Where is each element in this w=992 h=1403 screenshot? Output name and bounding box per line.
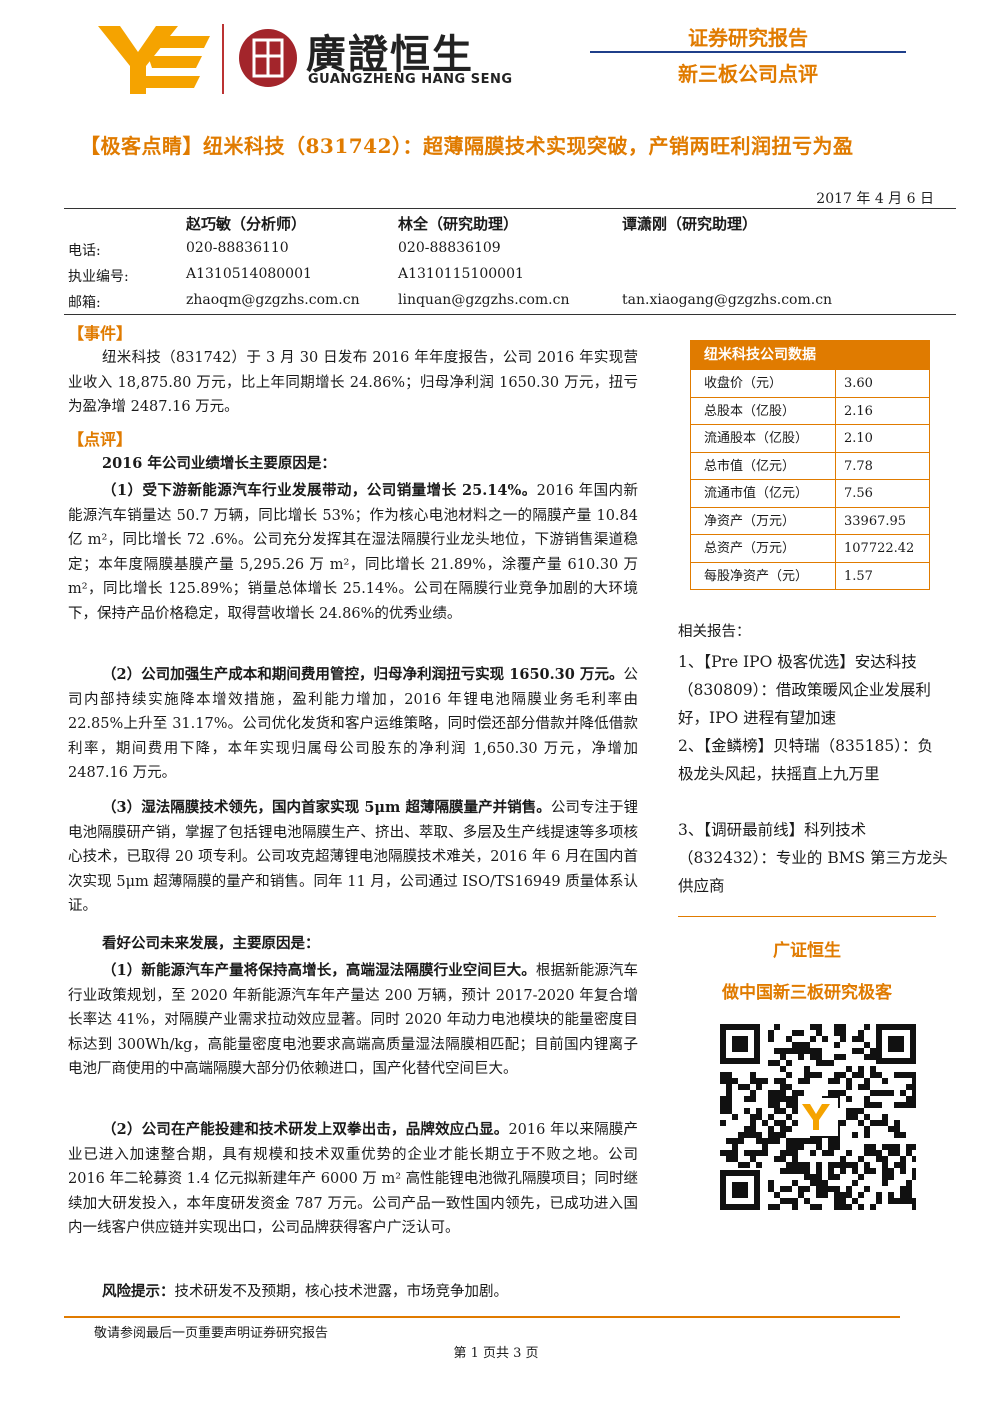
table-cell-value: 2.16 <box>844 403 873 419</box>
table-cell-label: 收盘价（元） <box>690 370 836 397</box>
reason-1-text: 2016 年国内新能源汽车销量达 50.7 万辆，同比增长 53%；作为核心电池… <box>68 483 638 622</box>
related-report-link[interactable]: 1、【Pre IPO 极客优选】安达科技（830809）：借政策暖风企业发展利好… <box>678 653 931 727</box>
analyst-name: 林全（研究助理） <box>398 215 519 233</box>
table-cell-value: 107722.42 <box>844 541 915 556</box>
event-heading: 【事件】 <box>68 324 133 343</box>
future-1-paragraph: （1）新能源汽车产量将保持高增长，高端湿法隔膜行业空间巨大。根据新能源汽车行业政… <box>68 959 638 1082</box>
future-heading: 看好公司未来发展，主要原因是： <box>102 935 320 952</box>
related-report-link[interactable]: 2、【金鳞榜】贝特瑞（835185）：负极龙头风起，扶摇直上九万里 <box>678 737 934 783</box>
table-cell-label: 净资产（万元） <box>690 507 836 534</box>
report-date: 2017 年 4 月 6 日 <box>816 191 934 207</box>
future-2-lead: （2）公司在产能投建和技术研发上双拳出击，品牌效应凸显。 <box>102 1121 509 1138</box>
table-cell-label: 总资产（万元） <box>690 535 836 562</box>
footer-rule <box>64 1316 900 1318</box>
email-label: 邮箱: <box>68 295 101 311</box>
brand-name-cn: 廣證恒生 <box>306 32 474 78</box>
page-number: 第 1 页共 3 页 <box>453 1346 539 1361</box>
table-row: 流通股本（亿股） 2.10 <box>690 425 930 453</box>
analyst-phone: 020-88836109 <box>398 240 501 256</box>
reasons-heading: 2016 年公司业绩增长主要原因是： <box>102 455 336 472</box>
brand-name-en: GUANGZHENG HANG SENG <box>308 72 513 87</box>
company-data-frame <box>690 370 930 590</box>
seal-logo-icon <box>239 29 297 87</box>
table-row: 总资产（万元） 107722.42 <box>690 535 930 563</box>
event-paragraph: 纽米科技（831742）于 3 月 30 日发布 2016 年年度报告，公司 2… <box>68 350 638 415</box>
analyst-name: 赵巧敏（分析师） <box>186 215 307 233</box>
table-row: 总市值（亿元） 7.78 <box>690 452 930 480</box>
reason-1-paragraph: （1）受下游新能源汽车行业发展带动，公司销量增长 25.14%。2016 年国内… <box>68 479 638 626</box>
future-1-lead: （1）新能源汽车产量将保持高增长，高端湿法隔膜行业空间巨大。 <box>102 962 536 979</box>
reason-1-lead: （1）受下游新能源汽车行业发展带动，公司销量增长 25.14%。 <box>102 482 537 499</box>
reason-2-lead: （2）公司加强生产成本和期间费用管控，归母净利润扭亏实现 1650.30 万元。 <box>102 666 624 683</box>
table-cell-value: 1.57 <box>844 568 873 584</box>
future-2-text: 2016 年以来隔膜产业已进入加速整合期，具有规模和技术双重优势的企业才能长期立… <box>68 1122 639 1236</box>
table-cell-label: 流通股本（亿股） <box>690 425 836 452</box>
risk-paragraph: 风险提示：技术研发不及预期，核心技术泄露，市场竞争加剧。 <box>68 1280 638 1305</box>
table-cell-value: 2.10 <box>844 431 873 446</box>
header-rule <box>590 51 906 53</box>
analyst-name: 谭潇刚（研究助理） <box>622 215 758 233</box>
company-data-title: 纽米科技公司数据 <box>690 340 930 370</box>
table-row: 收盘价（元） 3.60 <box>690 370 930 398</box>
table-row: 每股净资产（元） 1.57 <box>690 562 930 590</box>
related-reports-title: 相关报告： <box>678 624 751 640</box>
qr-code-icon[interactable] <box>720 1024 916 1210</box>
table-cell-label: 流通市值（亿元） <box>690 480 836 507</box>
report-title: 【极客点睛】纽米科技（831742）：超薄隔膜技术实现突破，产销两旺利润扭亏为盈 <box>80 134 854 158</box>
table-cell-value: 7.56 <box>844 486 873 501</box>
promo-slogan: 做中国新三板研究极客 <box>722 983 892 1003</box>
future-1-text: 根据新能源汽车行业政策规划，至 2020 年新能源汽车年产量达 200 万辆，预… <box>68 963 638 1077</box>
ye-logo-icon <box>98 26 210 94</box>
reason-3-paragraph: （3）湿法隔膜技术领先，国内首家实现 5μm 超薄隔膜量产并销售。公司专注于锂电… <box>68 796 638 919</box>
analyst-rule-top <box>64 208 956 209</box>
related-report-link[interactable]: 3、【调研最前线】科列技术（832432）：专业的 BMS 第三方龙头供应商 <box>678 821 948 895</box>
table-cell-value: 7.78 <box>844 458 873 474</box>
analyst-email[interactable]: zhaoqm@gzgzhs.com.cn <box>186 292 360 308</box>
phone-label: 电话: <box>68 243 101 259</box>
analyst-license: A1310514080001 <box>186 266 312 282</box>
logo-divider <box>222 24 224 94</box>
table-cell-value: 3.60 <box>844 376 873 391</box>
risk-label: 风险提示： <box>102 1283 175 1300</box>
analyst-email[interactable]: linquan@gzgzhs.com.cn <box>398 292 570 308</box>
table-cell-label: 总市值（亿元） <box>690 452 836 479</box>
footer-disclaimer: 敬请参阅最后一页重要声明证券研究报告 <box>94 1326 329 1341</box>
analyst-license: A1310115100001 <box>398 266 524 282</box>
analyst-phone: 020-88836110 <box>186 240 289 256</box>
analyst-email[interactable]: tan.xiaogang@gzgzhs.com.cn <box>622 292 833 308</box>
promo-name: 广证恒生 <box>773 941 841 961</box>
license-label: 执业编号: <box>68 269 129 285</box>
sidebar-rule <box>678 916 936 917</box>
analyst-rule-bottom <box>64 314 956 315</box>
reason-2-text: 公司内部持续实施降本增效措施，盈利能力增加，2016 年锂电池隔膜业务毛利率由 … <box>68 667 638 781</box>
reason-2-paragraph: （2）公司加强生产成本和期间费用管控，归母净利润扭亏实现 1650.30 万元。… <box>68 663 638 786</box>
reason-3-lead: （3）湿法隔膜技术领先，国内首家实现 5μm 超薄隔膜量产并销售。 <box>102 799 551 816</box>
report-type: 证券研究报告 <box>688 26 808 50</box>
table-cell-value: 33967.95 <box>844 513 907 529</box>
table-row: 净资产（万元） 33967.95 <box>690 507 930 535</box>
future-2-paragraph: （2）公司在产能投建和技术研发上双拳出击，品牌效应凸显。2016 年以来隔膜产业… <box>68 1118 638 1241</box>
comment-heading: 【点评】 <box>68 430 133 449</box>
reason-3-text: 公司专注于锂电池隔膜研产销，掌握了包括锂电池隔膜生产、挤出、萃取、多层及生产线提… <box>68 800 638 914</box>
table-cell-label: 总股本（亿股） <box>690 397 836 424</box>
table-row: 总股本（亿股） 2.16 <box>690 397 930 425</box>
table-row: 流通市值（亿元） 7.56 <box>690 480 930 508</box>
table-cell-label: 每股净资产（元） <box>690 562 836 589</box>
report-subtype: 新三板公司点评 <box>678 62 818 86</box>
risk-text: 技术研发不及预期，核心技术泄露，市场竞争加剧。 <box>174 1284 509 1300</box>
